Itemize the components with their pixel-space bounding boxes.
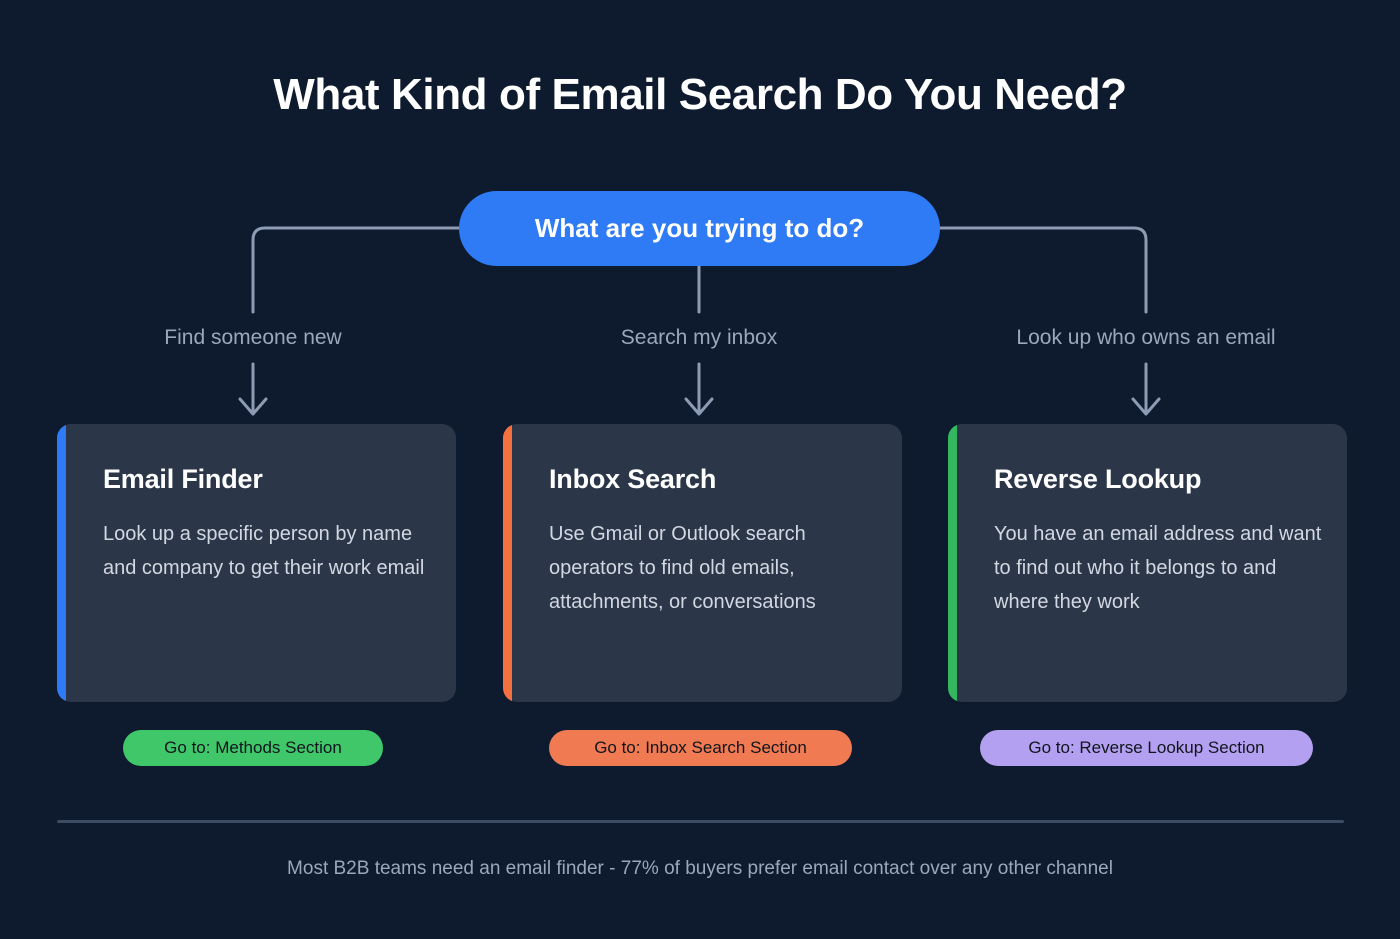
cta-label: Go to: Inbox Search Section: [594, 738, 807, 757]
cta-methods-section[interactable]: Go to: Methods Section: [123, 730, 383, 766]
card-content: Inbox Search Use Gmail or Outlook search…: [549, 464, 878, 619]
card-accent-bar: [503, 424, 512, 702]
branch-label-search-my-inbox: Search my inbox: [620, 326, 778, 349]
cta-inbox-search-section[interactable]: Go to: Inbox Search Section: [549, 730, 852, 766]
cta-reverse-lookup-section[interactable]: Go to: Reverse Lookup Section: [980, 730, 1313, 766]
card-title: Reverse Lookup: [994, 464, 1202, 494]
branch-label-find-someone-new: Find someone new: [164, 326, 342, 349]
page-title: What Kind of Email Search Do You Need?: [273, 70, 1127, 119]
card-title: Email Finder: [103, 464, 263, 494]
footer-divider: [57, 820, 1344, 823]
card-content: Reverse Lookup You have an email address…: [994, 464, 1323, 619]
root-decision-label: What are you trying to do?: [534, 213, 865, 243]
card-reverse-lookup[interactable]: Reverse Lookup You have an email address…: [948, 424, 1347, 702]
card-accent-bar: [948, 424, 957, 702]
card-accent-bar: [57, 424, 66, 702]
card-title: Inbox Search: [549, 464, 717, 494]
root-decision-node[interactable]: What are you trying to do?: [459, 191, 940, 266]
card-email-finder[interactable]: Email Finder Look up a specific person b…: [57, 424, 456, 702]
branch-label-look-up-who-owns-an-email: Look up who owns an email: [1016, 326, 1276, 349]
card-inbox-search[interactable]: Inbox Search Use Gmail or Outlook search…: [503, 424, 902, 702]
cta-label: Go to: Reverse Lookup Section: [1028, 738, 1265, 757]
cta-label: Go to: Methods Section: [164, 738, 342, 757]
card-description: You have an email address and want to fi…: [994, 523, 1322, 613]
card-description: Look up a specific person by name and co…: [103, 523, 425, 579]
card-description: Use Gmail or Outlook search operators to…: [549, 523, 816, 613]
footer-note: Most B2B teams need an email finder - 77…: [287, 858, 1113, 879]
card-content: Email Finder Look up a specific person b…: [103, 464, 432, 585]
